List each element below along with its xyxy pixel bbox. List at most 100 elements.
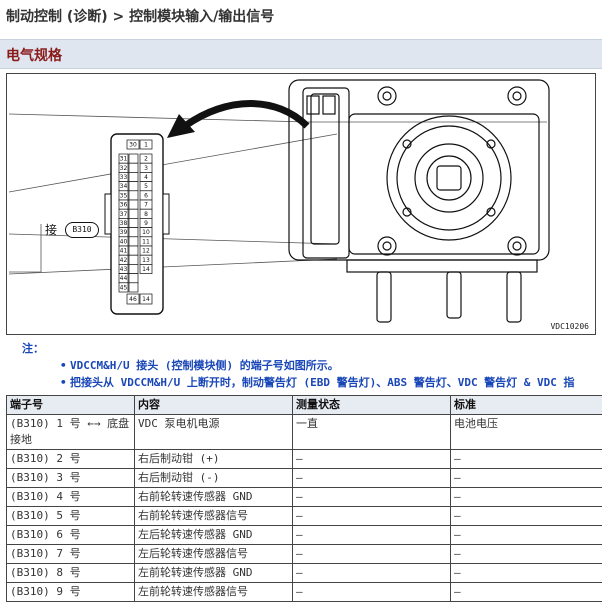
connector-pin — [129, 154, 138, 163]
table-row: (B310) 9 号左前轮转速传感器信号—— — [7, 583, 602, 602]
cell-condition: — — [293, 507, 451, 526]
cell-condition: — — [293, 450, 451, 469]
connector-pin-label: 31 — [120, 156, 128, 163]
cell-standard: — — [451, 564, 602, 583]
cell-content: 右后制动钳 (+) — [135, 450, 293, 469]
guide-lines — [9, 114, 547, 274]
cell-condition: 一直 — [293, 415, 451, 450]
connector-pin — [129, 172, 138, 181]
cell-terminal: (B310) 4 号 — [7, 488, 135, 507]
col-standard: 标准 — [451, 396, 602, 415]
connector-pin-label: 3 — [144, 165, 148, 172]
notes-title: 注： — [22, 340, 44, 356]
table-row: (B310) 3 号右后制动钳 (-)—— — [7, 469, 602, 488]
connector-pin-label: 14 — [142, 296, 150, 303]
figure-id: VDC10206 — [550, 322, 589, 331]
connector-pin — [129, 255, 138, 264]
connector-pin-label: 12 — [142, 248, 150, 255]
cell-condition: — — [293, 488, 451, 507]
connector-pin-label: 43 — [120, 266, 128, 273]
connector-pin-label: 2 — [144, 156, 148, 163]
connector-pin-label: 5 — [144, 183, 148, 190]
table-row: (B310) 8 号左前轮转速传感器 GND—— — [7, 564, 602, 583]
control-module — [289, 80, 549, 322]
cell-standard: — — [451, 507, 602, 526]
connector-pin-label: 45 — [120, 284, 128, 291]
connector-pin-label: 6 — [144, 192, 148, 199]
cell-terminal: (B310) 3 号 — [7, 469, 135, 488]
connector-pin-label: 9 — [144, 220, 148, 227]
connector-pin-label: 30 — [129, 142, 137, 149]
breadcrumb[interactable]: 制动控制 (诊断) > 控制模块输入/输出信号 — [6, 6, 274, 26]
connector-pin — [129, 246, 138, 255]
connector-pin — [129, 228, 138, 237]
col-content: 内容 — [135, 396, 293, 415]
cell-condition: — — [293, 583, 451, 602]
section-header: 电气规格 — [0, 39, 602, 69]
connector-pin-label: 39 — [120, 229, 128, 236]
connector-pin-label: 42 — [120, 257, 128, 264]
cell-terminal: (B310) 6 号 — [7, 526, 135, 545]
connector-pin-label: 41 — [120, 248, 128, 255]
cell-condition: — — [293, 469, 451, 488]
cell-standard: — — [451, 583, 602, 602]
cell-standard: — — [451, 545, 602, 564]
connector-pin — [129, 274, 138, 283]
table-header-row: 端子号 内容 测量状态 标准 — [7, 396, 602, 415]
connector-pin-label: 32 — [120, 165, 128, 172]
connector-pin-label: 37 — [120, 211, 128, 218]
connector-prefix: 接 — [45, 221, 57, 238]
cell-content: 左后轮转速传感器信号 — [135, 545, 293, 564]
connector-pin-label: 46 — [129, 296, 137, 303]
connector-pin-label: 1 — [144, 142, 148, 149]
connector-pin-label: 13 — [142, 257, 150, 264]
connector-pin-label: 40 — [120, 238, 128, 245]
connector-pin-label: 11 — [142, 238, 150, 245]
connector-pin-label: 7 — [144, 202, 148, 209]
cell-terminal: (B310) 5 号 — [7, 507, 135, 526]
cell-condition: — — [293, 526, 451, 545]
cell-standard: — — [451, 450, 602, 469]
table-row: (B310) 6 号左后轮转速传感器 GND—— — [7, 526, 602, 545]
cell-standard: — — [451, 469, 602, 488]
connector-pin-label: 36 — [120, 202, 128, 209]
cell-terminal: (B310) 8 号 — [7, 564, 135, 583]
table-row: (B310) 4 号右前轮转速传感器 GND—— — [7, 488, 602, 507]
note-item: •把接头从 VDCCM&H/U 上断开时，制动警告灯 (EBD 警告灯)、ABS… — [60, 374, 575, 390]
connector-pin — [129, 218, 138, 227]
connector-pin-label: 44 — [120, 275, 128, 282]
arrow-icon — [167, 104, 307, 139]
cell-content: VDC 泵电机电源 — [135, 415, 293, 450]
connector-pin — [129, 283, 138, 292]
cell-terminal: (B310) 2 号 — [7, 450, 135, 469]
connector-pin-label: 4 — [144, 174, 148, 181]
cell-standard: 电池电压 — [451, 415, 602, 450]
connector-pin-label: 34 — [120, 183, 128, 190]
cell-standard: — — [451, 488, 602, 507]
cell-condition: — — [293, 564, 451, 583]
col-condition: 测量状态 — [293, 396, 451, 415]
connector-pin-label: 14 — [142, 266, 150, 273]
connector-pin — [129, 182, 138, 191]
connector-pin — [129, 200, 138, 209]
connector-pin — [129, 209, 138, 218]
cell-standard: — — [451, 526, 602, 545]
cell-content: 右前轮转速传感器 GND — [135, 488, 293, 507]
connector-pin-label: 38 — [120, 220, 128, 227]
connector-pin — [129, 264, 138, 273]
connector-pin-label: 10 — [142, 229, 150, 236]
cell-condition: — — [293, 545, 451, 564]
table-row: (B310) 5 号右前轮转速传感器信号—— — [7, 507, 602, 526]
table-row: (B310) 7 号左后轮转速传感器信号—— — [7, 545, 602, 564]
cell-terminal: (B310) 1 号 ←→ 底盘接地 — [7, 415, 135, 450]
connector-pin — [129, 237, 138, 246]
cell-terminal: (B310) 9 号 — [7, 583, 135, 602]
connector-pin-label: 33 — [120, 174, 128, 181]
section-title: 电气规格 — [6, 45, 62, 65]
cell-content: 右后制动钳 (-) — [135, 469, 293, 488]
cell-content: 右前轮转速传感器信号 — [135, 507, 293, 526]
note-item: •VDCCM&H/U 接头 (控制模块侧) 的端子号如图所示。 — [60, 357, 339, 373]
